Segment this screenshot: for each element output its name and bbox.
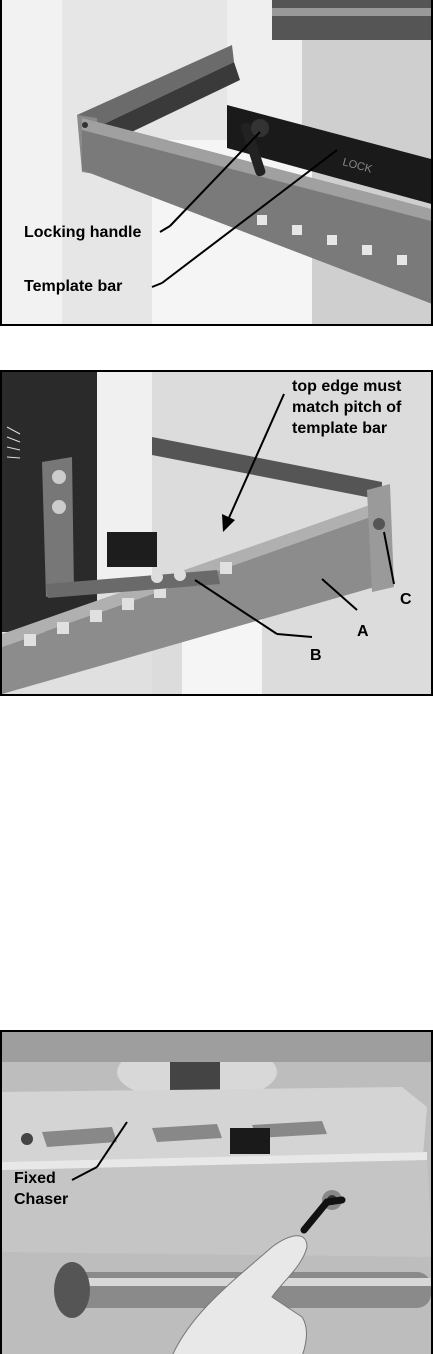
label-a: A	[357, 622, 369, 642]
label-fixed: Fixed	[14, 1168, 104, 1189]
label-template-bar: Template bar	[24, 277, 122, 297]
label-top-edge-note: top edge must match pitch of template ba…	[292, 376, 432, 439]
label-locking-handle: Locking handle	[24, 223, 141, 243]
photo-locking-handle-template-bar: LOCK Locking handle Template bar	[0, 0, 433, 326]
note-line-1: top edge must	[292, 376, 432, 397]
label-chaser: Chaser	[14, 1189, 104, 1210]
photo-template-pitch-adjust: top edge must match pitch of template ba…	[0, 370, 433, 696]
label-c: C	[400, 590, 412, 610]
photo-fixed-chaser: Fixed Chaser	[0, 1030, 433, 1354]
note-line-2: match pitch of	[292, 397, 432, 418]
note-line-3: template bar	[292, 418, 432, 439]
label-b: B	[310, 646, 322, 666]
label-fixed-chaser: Fixed Chaser	[14, 1168, 104, 1210]
